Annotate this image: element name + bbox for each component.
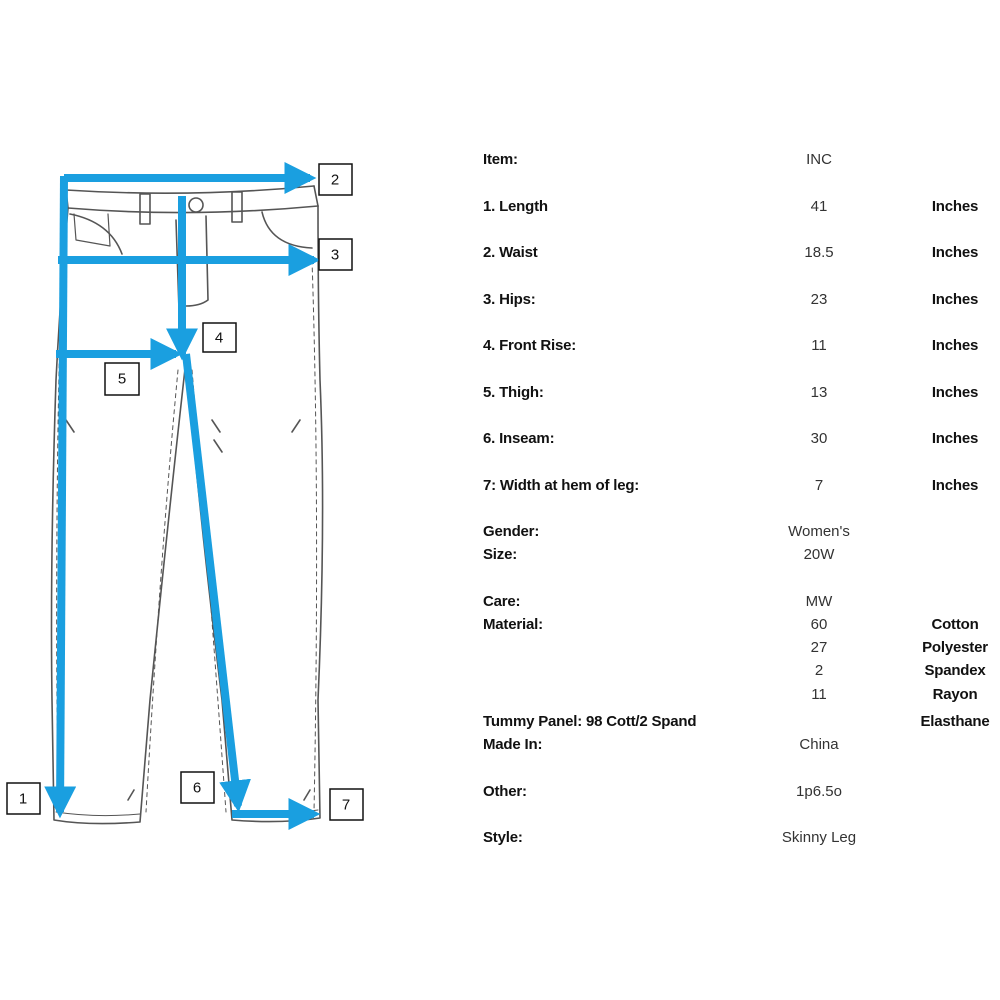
hips-unit: Inches	[931, 291, 979, 308]
callout-4: 4	[215, 330, 223, 347]
jeans-sketch	[50, 185, 324, 825]
length-unit: Inches	[931, 198, 979, 215]
callout-box-4	[202, 322, 237, 353]
size-label: Size:	[483, 546, 518, 563]
made-in-label: Made In:	[483, 736, 543, 753]
material-value-polyester: 27	[810, 639, 828, 656]
care-value: MW	[805, 593, 833, 610]
material-value-rayon: 11	[811, 686, 827, 703]
callout-box-2	[318, 163, 353, 196]
jeans-measurement-diagram: 1 2 3 4 5 6 7	[6, 162, 364, 830]
tummy-panel-fiber: Elasthane	[920, 713, 990, 730]
callout-box-6	[180, 771, 215, 804]
hem-width-value: 7	[814, 477, 824, 494]
arrow-inseam	[182, 353, 251, 813]
material-value-cotton: 60	[810, 616, 828, 633]
hips-value: 23	[810, 291, 828, 308]
material-fiber-polyester: Polyester	[922, 639, 988, 656]
other-label: Other:	[483, 783, 527, 800]
callout-7: 7	[342, 797, 350, 814]
callout-box-5	[104, 362, 140, 396]
thigh-label: 5. Thigh:	[483, 384, 544, 401]
front-rise-value: 11	[811, 337, 827, 354]
callout-box-1	[6, 782, 41, 815]
waist-unit: Inches	[931, 244, 979, 261]
callout-box-7	[329, 788, 364, 821]
front-rise-unit: Inches	[931, 337, 979, 354]
hips-label: 3. Hips:	[483, 291, 536, 308]
callout-5: 5	[118, 371, 126, 388]
callout-3: 3	[331, 247, 339, 264]
thigh-value: 13	[810, 384, 828, 401]
material-value-spandex: 2	[814, 662, 824, 679]
callout-box-3	[318, 238, 353, 271]
item-value: INC	[806, 151, 832, 168]
style-label: Style:	[483, 829, 523, 846]
length-value: 41	[810, 198, 828, 215]
style-value: Skinny Leg	[781, 829, 857, 846]
callout-2: 2	[331, 172, 339, 189]
thigh-unit: Inches	[931, 384, 979, 401]
material-fiber-cotton: Cotton	[931, 616, 979, 633]
gender-value: Women's	[788, 523, 850, 540]
other-value: 1p6.5o	[796, 783, 842, 800]
hem-width-unit: Inches	[931, 477, 979, 494]
callout-6: 6	[193, 780, 201, 797]
waist-value: 18.5	[804, 244, 834, 261]
care-label: Care:	[483, 593, 521, 610]
measurement-arrows	[44, 162, 321, 830]
size-value: 20W	[803, 546, 835, 563]
item-label: Item:	[483, 151, 518, 168]
arrow-length	[44, 175, 77, 819]
inseam-value: 30	[810, 430, 828, 447]
waist-label: 2. Waist	[483, 244, 538, 261]
callout-boxes	[6, 163, 364, 821]
inseam-label: 6. Inseam:	[483, 430, 555, 447]
inseam-unit: Inches	[931, 430, 979, 447]
hem-width-label: 7: Width at hem of leg:	[483, 477, 640, 494]
gender-label: Gender:	[483, 523, 540, 540]
front-rise-label: 4. Front Rise:	[483, 337, 577, 354]
tummy-panel-label: Tummy Panel: 98 Cott/2 Spand	[483, 713, 697, 730]
made-in-value: China	[799, 736, 839, 753]
length-label: 1. Length	[483, 198, 548, 215]
material-fiber-rayon: Rayon	[932, 686, 978, 703]
material-label: Material:	[483, 616, 543, 633]
material-fiber-spandex: Spandex	[924, 662, 986, 679]
callout-1: 1	[19, 791, 27, 808]
